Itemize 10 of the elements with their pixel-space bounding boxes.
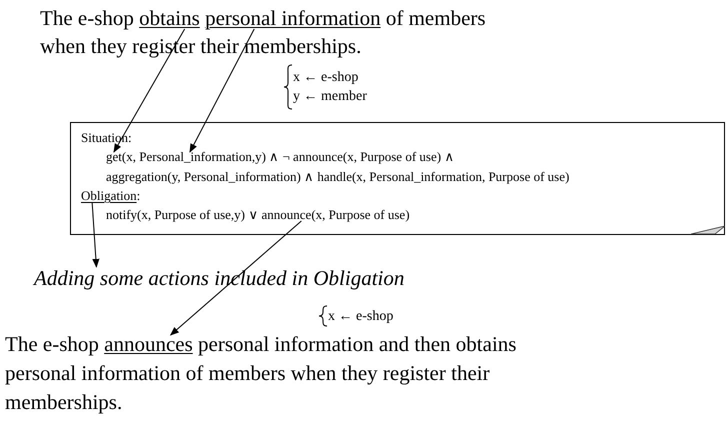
sentence-text: The e-shop announces personal information and then obtains personal information of members when they register their memberships.: [5, 331, 518, 416]
arrow: [170, 220, 302, 336]
section-heading: Obligation:: [80, 187, 140, 205]
arrow: [189, 28, 255, 153]
variable-binding: x ← e-shop: [293, 69, 360, 87]
formula-text: notify(x, Purpose of use,y) ∨ announce(x, Purpose of use): [105, 206, 410, 224]
variable-binding: y ← member: [293, 88, 367, 106]
arrow: [92, 202, 100, 268]
formula-text: get(x, Personal_information,y) ∧ ¬ announce(x, Purpose of use) ∧ aggregation(y, Personal_information) ∧ handle(x, Personal_information, Purpose of use): [105, 148, 570, 186]
variable-binding: x ← e-shop: [328, 308, 394, 326]
